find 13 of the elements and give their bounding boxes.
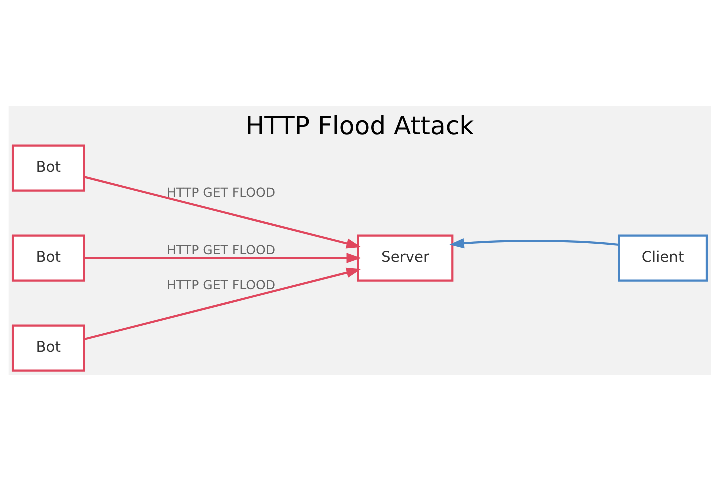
edge-label: HTTP GET FLOOD [167,242,276,258]
edge-label: HTTP GET FLOOD [167,276,276,292]
arrow [84,252,362,263]
arrow [84,267,362,340]
node-box: Bot [12,234,86,282]
node-box: Server [357,234,454,282]
arrow [84,176,362,248]
diagram-title: HTTP Flood Attack [246,110,474,140]
node-box: Client [618,234,708,282]
node-box: Bot [12,324,86,372]
arrow [450,238,620,248]
node-box: Bot [12,144,86,192]
edge-label: HTTP GET FLOOD [167,184,276,200]
